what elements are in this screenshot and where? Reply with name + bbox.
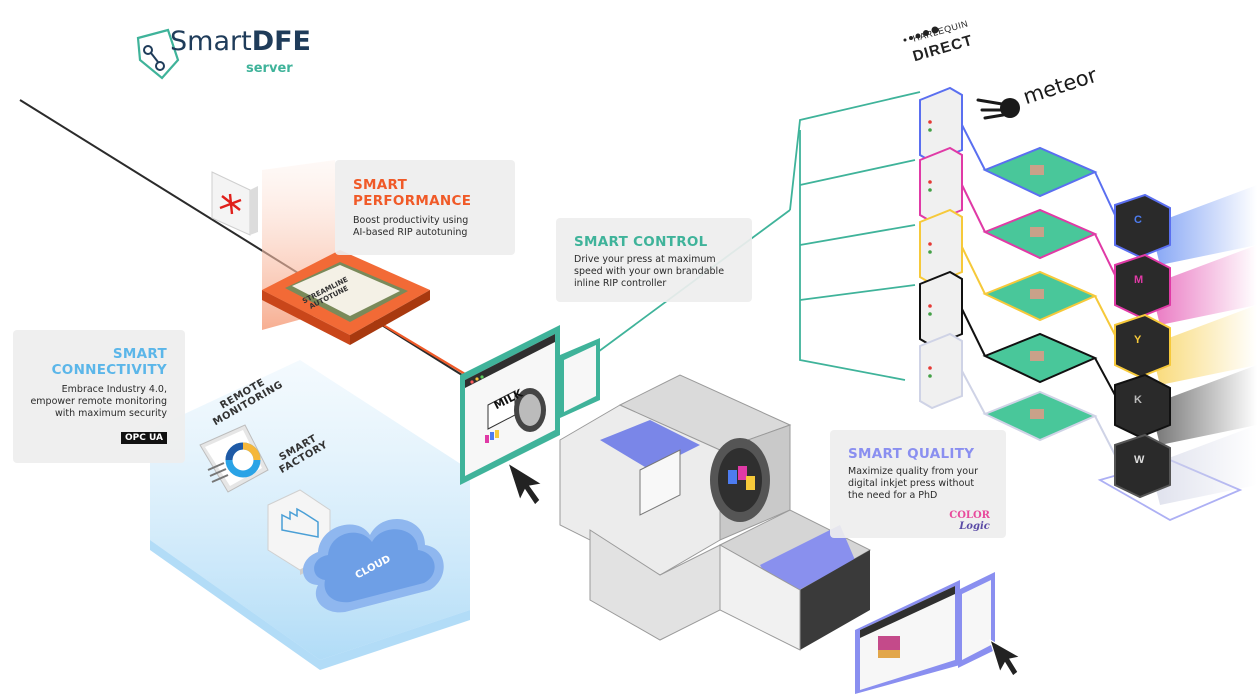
brand-tagline: server	[246, 61, 293, 76]
harlequin-logo-icon	[903, 26, 939, 42]
control-title: SMART CONTROL	[574, 234, 708, 250]
quality-body-3: the need for a PhD	[848, 490, 938, 501]
server-icon	[919, 86, 963, 410]
connectivity-body-3: with maximum security	[55, 408, 167, 419]
controller-screen	[460, 325, 600, 485]
head-c: C	[1134, 214, 1142, 226]
printhead-icon	[1114, 193, 1171, 499]
input-line	[19, 99, 471, 381]
cloud-icon	[302, 518, 444, 613]
colorlogic-logic: Logic	[959, 521, 990, 532]
smartdfe-logo-icon	[136, 28, 180, 80]
card-smart-connectivity: SMART CONNECTIVITY Embrace Industry 4.0,…	[13, 330, 185, 463]
connectivity-title-2: CONNECTIVITY	[51, 362, 167, 378]
card-smart-quality: SMART QUALITY Maximize quality from your…	[830, 430, 1006, 538]
colorlogic-badge: COLOR Logic	[949, 510, 990, 532]
quality-screen	[855, 572, 1022, 694]
performance-title-2: PERFORMANCE	[353, 193, 472, 209]
head-w: W	[1134, 454, 1145, 466]
control-body-2: speed with your own brandable	[574, 266, 725, 277]
head-y: Y	[1134, 334, 1142, 346]
brand-name-bold: DFE	[251, 26, 311, 57]
card-smart-control: SMART CONTROL Drive your press at maximu…	[556, 218, 752, 302]
brand-name: SmartDFE	[170, 26, 311, 57]
head-k: K	[1134, 394, 1142, 406]
connectivity-body-2: empower remote monitoring	[30, 396, 167, 407]
colorlogic-color: COLOR	[949, 510, 990, 521]
performance-title-1: SMART	[353, 177, 408, 193]
head-m: M	[1134, 274, 1144, 286]
cursor-icon	[506, 461, 544, 506]
meteor-logo-icon	[976, 98, 1020, 120]
quality-body-1: Maximize quality from your	[848, 466, 979, 477]
print-boards	[982, 146, 1098, 442]
performance-body-1: Boost productivity using	[353, 215, 469, 226]
card-smart-performance: SMART PERFORMANCE Boost productivity usi…	[335, 160, 515, 255]
pdf-icon	[211, 171, 258, 236]
control-body-1: Drive your press at maximum	[574, 254, 716, 265]
quality-title: SMART QUALITY	[848, 446, 975, 462]
donut-chart-icon	[199, 424, 269, 493]
connectivity-body-1: Embrace Industry 4.0,	[61, 384, 167, 395]
control-body-3: inline RIP controller	[574, 278, 667, 289]
cpu-chip-icon	[262, 250, 430, 345]
opc-ua-badge: OPC UA	[121, 432, 167, 444]
brand-name-light: Smart	[170, 26, 252, 57]
connectivity-title-1: SMART	[112, 346, 167, 362]
printer	[559, 374, 872, 651]
performance-body-2: AI-based RIP autotuning	[353, 227, 468, 238]
quality-body-2: digital inkjet press without	[848, 478, 975, 489]
